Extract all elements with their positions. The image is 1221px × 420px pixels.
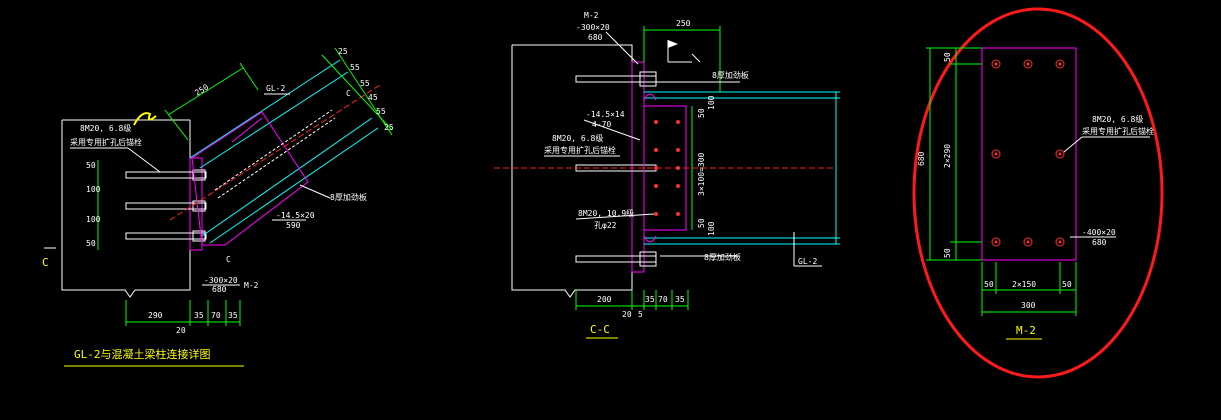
stiffener-len-mid: 4-70 xyxy=(592,120,611,129)
weld-symbol xyxy=(667,40,701,63)
dim-mb-3: 35 xyxy=(675,295,685,304)
beam-tag: GL-2 xyxy=(266,84,285,93)
bolt-leader-right-2 xyxy=(1063,136,1083,153)
dims-vertical-right: 50 2×290 50 680 xyxy=(917,47,982,261)
dim-r-5: 25 xyxy=(384,123,394,132)
dim-v-2: 50 xyxy=(697,218,706,228)
dim-mb-20: 20 xyxy=(622,310,632,319)
dim-250-mid: 250 xyxy=(676,19,691,28)
dim-b-2: 70 xyxy=(211,311,221,320)
dims-left-bottom: 290 35 70 35 20 xyxy=(125,300,241,335)
dim-mb-0: 200 xyxy=(597,295,612,304)
dim-stack-right: 25 55 55 45 55 25 C xyxy=(321,47,394,136)
plate-spec-left: -300×20 xyxy=(204,276,238,285)
dim-rb-1: 2×150 xyxy=(1012,280,1036,289)
plate-m2-right xyxy=(981,47,1077,261)
plate-len-mid: 680 xyxy=(588,33,603,42)
dim-l-1: 100 xyxy=(86,185,101,194)
plate-spec-mid: -300×20 xyxy=(576,23,610,32)
plate-leader-mid xyxy=(605,31,639,65)
dim-rv-1: 2×290 xyxy=(943,144,952,168)
anchor-bolts xyxy=(125,169,207,242)
left-view-title: GL-2与混凝土梁柱连接详图 xyxy=(74,347,211,361)
yellow-scribble xyxy=(133,112,157,126)
dim-l-2: 100 xyxy=(86,215,101,224)
dim-r-0: 25 xyxy=(338,47,348,56)
plate-tag-left: M-2 xyxy=(244,281,259,290)
bolt-spec-mid: 8M20, 6.8级 xyxy=(552,133,603,143)
dims-mid-bottom: 200 35 70 35 20 5 xyxy=(575,290,689,319)
dim-rb-2: 50 xyxy=(1062,280,1072,289)
dims-right-bottom: 50 2×150 50 300 xyxy=(981,262,1077,316)
dim-b-3: 35 xyxy=(228,311,238,320)
dim-mb-5: 5 xyxy=(638,310,643,319)
dim-250-diagonal: 250 xyxy=(164,62,259,141)
section-mark-c-top: C xyxy=(346,89,351,98)
beam-tag-mid: GL-2 xyxy=(798,257,817,266)
bolt-spec2-mid: 8M20, 10.9级 xyxy=(578,208,634,218)
dim-flange-top: 100 xyxy=(707,95,716,110)
dims-left-vertical: 50 100 100 50 xyxy=(86,160,101,250)
dim-flange-bot: 100 xyxy=(707,221,716,236)
bolt-note-right: 采用专用扩孔后锚栓 xyxy=(1082,126,1154,136)
dim-rb-width: 300 xyxy=(1021,301,1036,310)
dim-b-1: 35 xyxy=(194,311,204,320)
dim-r-1: 55 xyxy=(350,63,360,72)
stiffener-leader-mid xyxy=(583,119,641,141)
embed-plate-m2 xyxy=(189,157,203,251)
bottom-note-mid: 8厚加劲板 xyxy=(704,252,741,262)
section-mark-c-left: C xyxy=(42,256,49,269)
left-view: 250 25 55 55 45 55 25 C GL-2 8M20, 6.8级 … xyxy=(42,47,394,367)
dim-l-3: 50 xyxy=(86,239,96,248)
plate-tag-mid: M-2 xyxy=(584,11,599,20)
dims-vertical-mid: 50 3×100=300 50 xyxy=(691,106,706,230)
bolt-spec-right: 8M20, 6.8级 xyxy=(1092,114,1143,124)
dim-mb-2: 70 xyxy=(658,295,668,304)
middle-view-title: C-C xyxy=(590,323,610,336)
dim-250-label: 250 xyxy=(193,82,210,97)
plate-spec-right: -400×20 xyxy=(1082,228,1116,237)
dim-r-2: 55 xyxy=(360,79,370,88)
plate-len-right: 680 xyxy=(1092,238,1107,247)
weld-note-left: 8厚加劲板 xyxy=(330,192,367,202)
highlight-ellipse xyxy=(912,7,1164,379)
beam-gl2-mid xyxy=(643,91,840,245)
right-view-title: M-2 xyxy=(1016,324,1036,337)
concrete-column-outline xyxy=(61,120,191,298)
stiffener-len-left: 590 xyxy=(286,221,301,230)
right-view: 50 2×290 50 680 8M20, 6.8级 采用专用扩孔后锚栓 -40… xyxy=(912,7,1164,379)
dim-l-0: 50 xyxy=(86,161,96,170)
dim-r-4: 55 xyxy=(376,107,386,116)
inclined-beam-gl2 xyxy=(169,59,381,246)
dim-v-1: 3×100=300 xyxy=(697,152,706,196)
dim-mb-1: 35 xyxy=(645,295,655,304)
stiffener-spec-left: -14.5×20 xyxy=(276,211,315,220)
bolt2-leader-mid xyxy=(575,213,655,220)
dim-rv-total: 680 xyxy=(917,151,926,166)
dim-b-0: 290 xyxy=(148,311,163,320)
bolt-callout-left: 8M20, 6.8级 采用专用扩孔后锚栓 xyxy=(70,112,161,173)
dim-rv-0: 50 xyxy=(943,52,952,62)
bolt-note2-mid: 孔φ22 xyxy=(594,221,617,230)
bolt-holes-mid xyxy=(654,120,680,216)
dim-b-20: 20 xyxy=(176,326,186,335)
bolt-holes-right xyxy=(991,59,1065,247)
bolt-note-mid: 采用专用扩孔后锚栓 xyxy=(544,145,616,155)
bolt-note-left: 采用专用扩孔后锚栓 xyxy=(70,137,142,147)
embed-plate-mid xyxy=(631,61,645,273)
dim-rb-0: 50 xyxy=(984,280,994,289)
section-mark-c-small: C xyxy=(226,255,231,264)
dim-top-mid: 250 xyxy=(643,19,721,92)
weld-leader xyxy=(299,184,331,199)
plate-len-left: 680 xyxy=(212,285,227,294)
bolt-spec-left: 8M20, 6.8级 xyxy=(80,123,131,133)
dim-rv-2: 50 xyxy=(943,248,952,258)
dim-r-3: 45 xyxy=(368,93,378,102)
dim-v-0: 50 xyxy=(697,108,706,118)
middle-view: 250 M-2 -300×20 680 8厚加劲板 100 100 50 3×1… xyxy=(494,11,840,339)
top-note-mid: 8厚加劲板 xyxy=(712,70,749,80)
stiffener-spec-mid: -14.5×14 xyxy=(586,110,625,119)
